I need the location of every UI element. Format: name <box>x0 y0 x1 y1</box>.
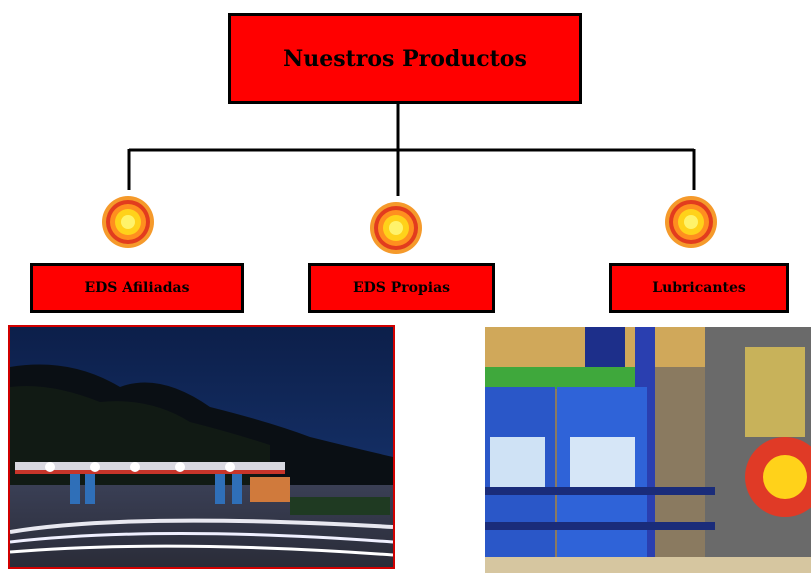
child-node-lubricantes: Lubricantes <box>609 263 789 313</box>
sun-logo-icon <box>102 196 154 248</box>
sun-logo-icon <box>370 202 422 254</box>
child-node-eds-propias: EDS Propias <box>308 263 495 313</box>
gas-station-night-photo <box>8 325 395 569</box>
sun-logo-icon <box>665 196 717 248</box>
child-node-label: EDS Afiliadas <box>84 280 190 296</box>
child-node-eds-afiliadas: EDS Afiliadas <box>30 263 244 313</box>
child-node-label: Lubricantes <box>652 280 746 296</box>
root-node-nuestros-productos: Nuestros Productos <box>228 13 582 104</box>
lubricant-bottles-photo <box>485 327 811 573</box>
root-node-label: Nuestros Productos <box>283 45 527 72</box>
child-node-label: EDS Propias <box>352 280 451 296</box>
